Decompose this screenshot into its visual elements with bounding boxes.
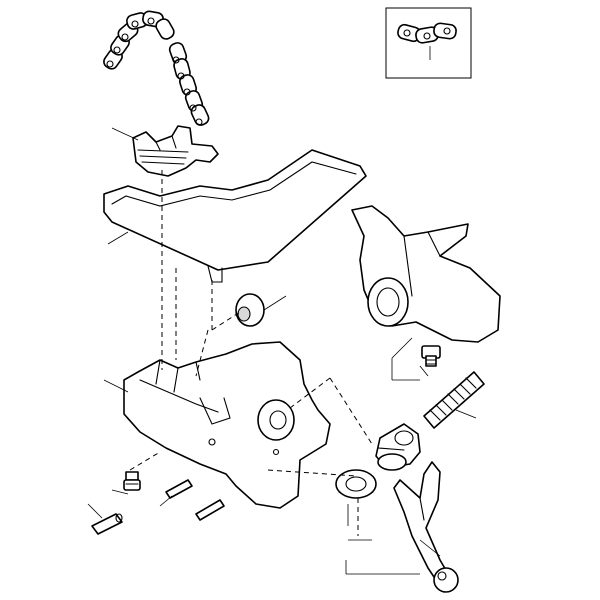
spring bbox=[423, 371, 485, 429]
chain-jaw bbox=[111, 125, 219, 177]
vise-yoke bbox=[351, 205, 501, 381]
roll-pin bbox=[87, 503, 123, 535]
screw-nut bbox=[375, 423, 421, 471]
set-screw bbox=[419, 345, 441, 377]
chain-link-detail bbox=[385, 7, 472, 79]
grease-fitting bbox=[111, 471, 141, 495]
dowel-pin bbox=[159, 479, 225, 521]
roller bbox=[235, 293, 287, 327]
vise-base-body bbox=[103, 341, 331, 509]
washer bbox=[335, 469, 377, 541]
assembly-guide-lines bbox=[129, 170, 373, 477]
chain-assembly bbox=[103, 10, 210, 126]
lever-handle bbox=[345, 461, 459, 593]
handle-tray bbox=[103, 149, 367, 283]
